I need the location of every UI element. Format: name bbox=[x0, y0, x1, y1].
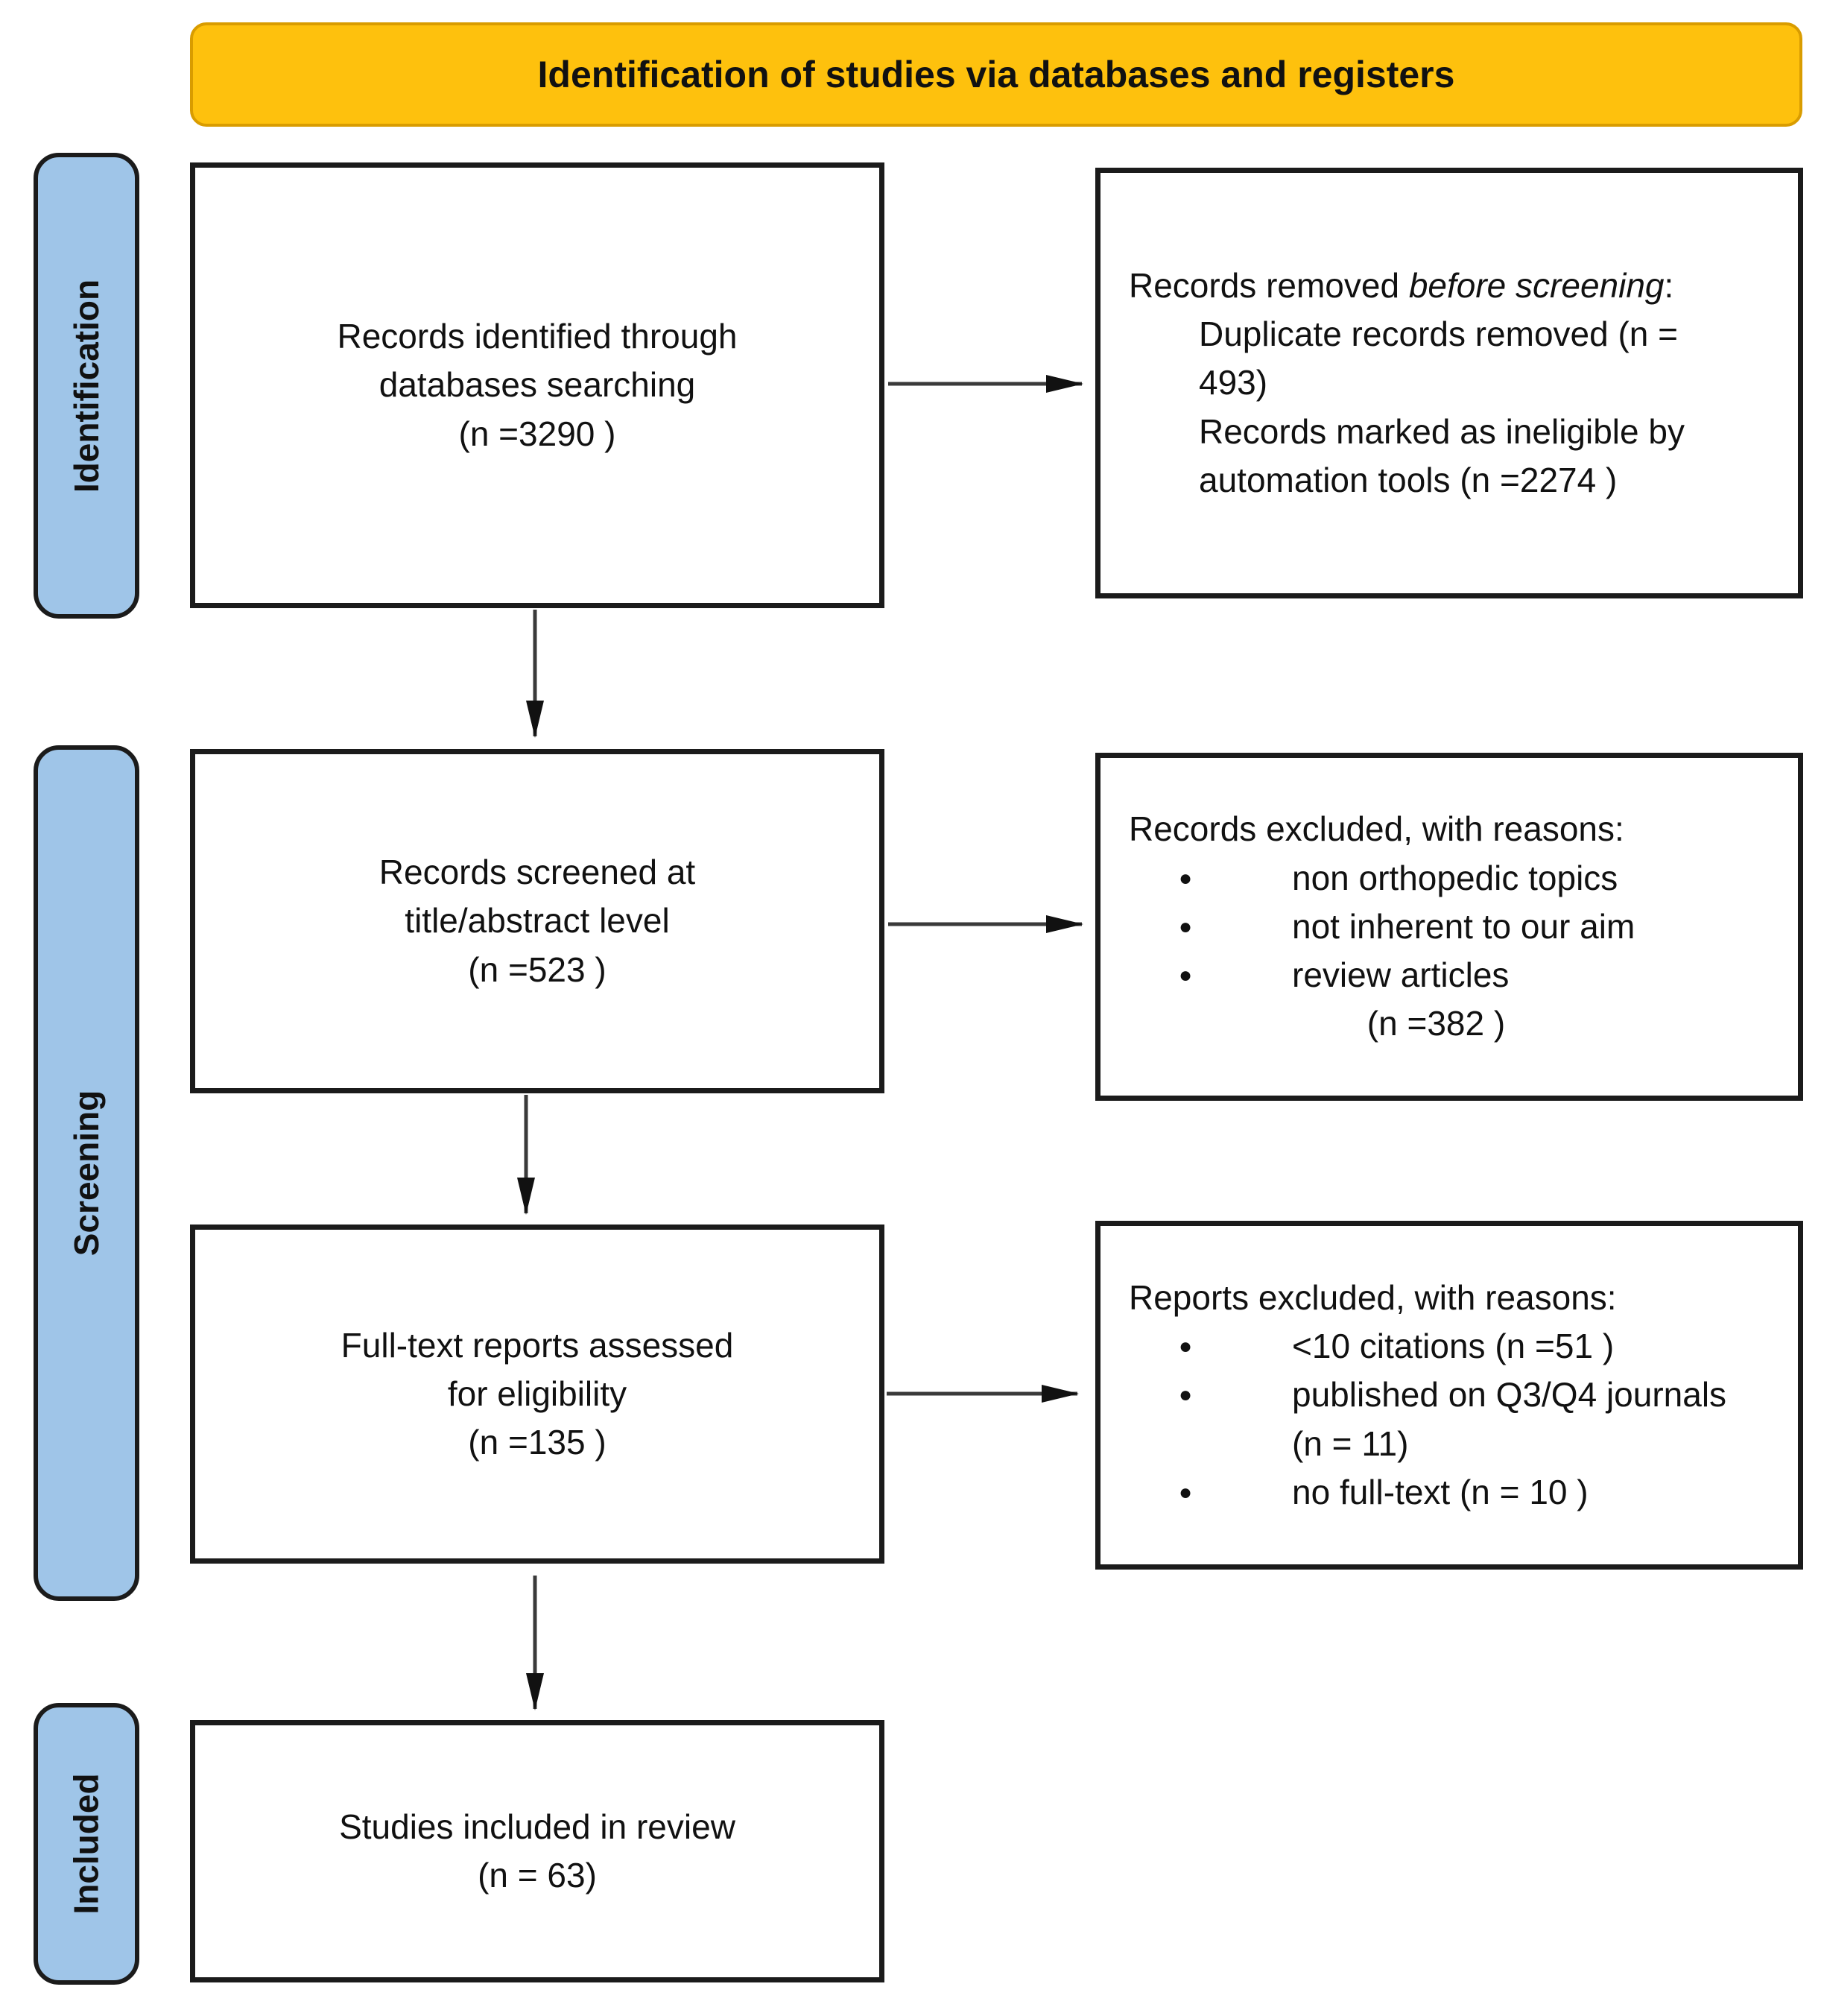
reports-excluded-title: Reports excluded, with reasons: bbox=[1129, 1277, 1617, 1317]
records-removed-item-automation: Records marked as ineligible by automati… bbox=[1199, 411, 1685, 499]
bullet-icon: ● bbox=[1179, 914, 1193, 939]
records-removed-title-italic: before screening bbox=[1408, 265, 1665, 305]
records-excluded-bullet-3-text: review articles bbox=[1292, 955, 1510, 995]
reports-excluded-bullet-2-text: published on Q3/Q4 journals (n = 11) bbox=[1292, 1375, 1727, 1463]
reports-excluded-bullet-3: ● no full-text (n = 10 ) bbox=[1100, 1468, 1772, 1517]
banner-title: Identification of studies via databases … bbox=[190, 22, 1802, 127]
records-excluded-bullet-2-text: not inherent to our aim bbox=[1292, 906, 1635, 946]
records-excluded-bullet-1-text: non orthopedic topics bbox=[1292, 858, 1618, 897]
reports-excluded-box: Reports excluded, with reasons: ● <10 ci… bbox=[1095, 1221, 1803, 1570]
records-removed-title: Records removed before screening: bbox=[1100, 262, 1772, 310]
records-excluded-box: Records excluded, with reasons: ● non or… bbox=[1095, 753, 1803, 1101]
records-excluded-bullet-3: ● review articles bbox=[1100, 951, 1772, 999]
reports-excluded-bullet-1-text: <10 citations (n =51 ) bbox=[1292, 1327, 1615, 1366]
sidebar-label-identification-text: Identification bbox=[67, 279, 107, 493]
records-removed-item-duplicates: Duplicate records removed (n = 493) bbox=[1199, 315, 1679, 402]
bullet-icon: ● bbox=[1179, 963, 1193, 988]
bullet-icon: ● bbox=[1179, 1479, 1193, 1505]
fulltext-assessed-line1: Full-text reports assessed bbox=[341, 1325, 734, 1365]
reports-excluded-bullet-2: ● published on Q3/Q4 journals (n = 11) bbox=[1100, 1371, 1772, 1468]
records-excluded-bullet-2: ● not inherent to our aim bbox=[1100, 903, 1772, 951]
records-identified-box: Records identified through databases sea… bbox=[190, 162, 884, 608]
records-excluded-count: (n =382 ) bbox=[1366, 1004, 1506, 1043]
records-screened-line2: title/abstract level bbox=[405, 901, 670, 941]
records-screened-box: Records screened at title/abstract level… bbox=[190, 749, 884, 1093]
records-screened-count: (n =523 ) bbox=[468, 949, 607, 989]
records-removed-title-prefix: Records removed bbox=[1129, 265, 1409, 305]
sidebar-label-included: Included bbox=[34, 1703, 139, 1985]
records-identified-line1: Records identified through bbox=[337, 317, 738, 356]
bullet-icon: ● bbox=[1179, 865, 1193, 891]
sidebar-label-included-text: Included bbox=[67, 1773, 106, 1915]
studies-included-count: (n = 63) bbox=[478, 1856, 597, 1895]
sidebar-label-screening-text: Screening bbox=[67, 1090, 107, 1257]
bullet-icon: ● bbox=[1179, 1334, 1193, 1359]
records-excluded-title: Records excluded, with reasons: bbox=[1129, 809, 1624, 849]
bullet-icon: ● bbox=[1179, 1383, 1193, 1408]
studies-included-line1: Studies included in review bbox=[339, 1807, 735, 1846]
records-identified-count: (n =3290 ) bbox=[458, 414, 616, 453]
fulltext-assessed-line2: for eligibility bbox=[447, 1374, 627, 1413]
sidebar-label-identification: Identification bbox=[34, 153, 139, 619]
records-removed-box: Records removed before screening: Duplic… bbox=[1095, 168, 1803, 598]
reports-excluded-bullet-1: ● <10 citations (n =51 ) bbox=[1100, 1322, 1772, 1371]
fulltext-assessed-count: (n =135 ) bbox=[468, 1423, 607, 1462]
fulltext-assessed-box: Full-text reports assessed for eligibili… bbox=[190, 1225, 884, 1564]
studies-included-box: Studies included in review (n = 63) bbox=[190, 1720, 884, 1982]
records-screened-line1: Records screened at bbox=[379, 853, 696, 892]
reports-excluded-bullet-3-text: no full-text (n = 10 ) bbox=[1292, 1472, 1589, 1511]
sidebar-label-screening: Screening bbox=[34, 745, 139, 1601]
records-identified-line2: databases searching bbox=[379, 365, 696, 405]
records-excluded-bullet-1: ● non orthopedic topics bbox=[1100, 854, 1772, 903]
records-removed-title-suffix: : bbox=[1664, 265, 1674, 305]
